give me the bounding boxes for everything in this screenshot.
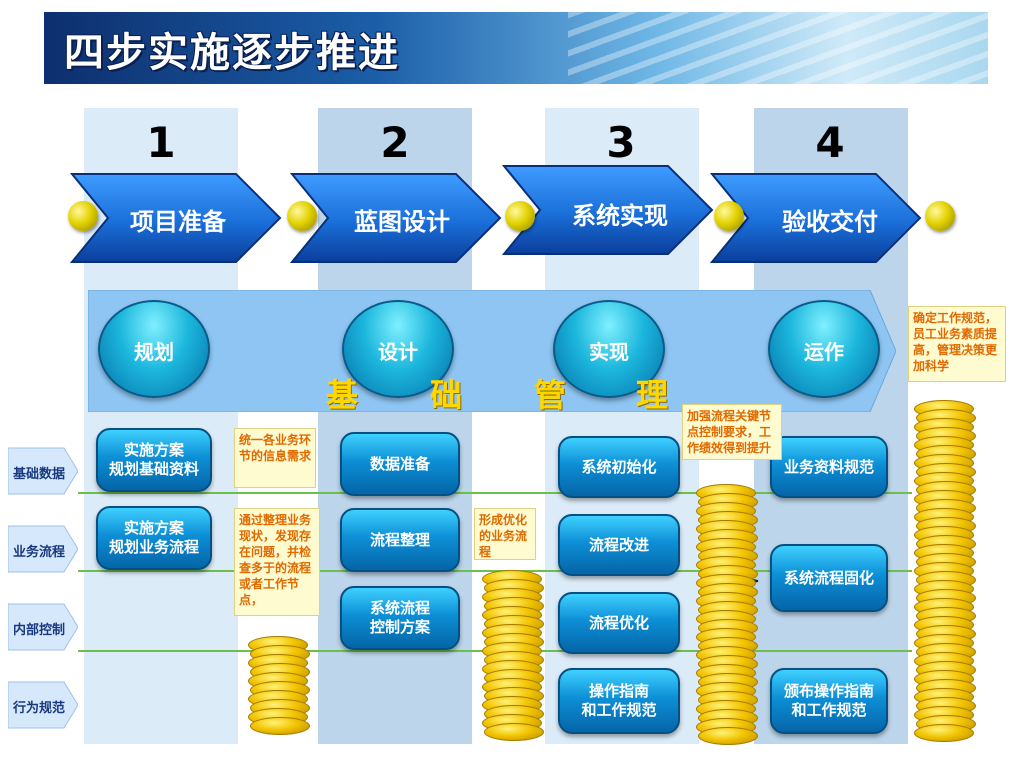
pill-operation-guide: 操作指南 和工作规范 bbox=[558, 668, 680, 734]
connector-dot bbox=[714, 201, 744, 231]
row-label-business-process: 业务流程 bbox=[12, 545, 65, 560]
row-arrow-basic-data bbox=[8, 447, 78, 495]
phase-label-plan: 规划 bbox=[134, 340, 174, 364]
pill-control-scheme: 系统流程 控制方案 bbox=[340, 586, 460, 650]
pill-plan-basic-data: 实施方案 规划基础资料 bbox=[96, 428, 212, 492]
step-chevron-2 bbox=[289, 173, 502, 263]
coin-stack-3 bbox=[696, 484, 758, 745]
phase-circle-plan bbox=[98, 300, 210, 398]
pill-system-init: 系统初始化 bbox=[558, 436, 680, 498]
row-label-internal-control: 内部控制 bbox=[12, 623, 65, 638]
step-number-2: 2 bbox=[380, 118, 410, 167]
row-divider bbox=[78, 492, 912, 494]
coin-disc bbox=[914, 724, 974, 742]
pill-process-improve: 流程改进 bbox=[558, 514, 680, 576]
phase-circle-implement bbox=[553, 300, 665, 398]
step-chevron-3 bbox=[501, 165, 714, 255]
step-chevron-1 bbox=[69, 173, 282, 263]
pill-process-optimize: 流程优化 bbox=[558, 592, 680, 654]
note-strengthen-control: 加强流程关键节点控制要求，工作绩效得到提升 bbox=[682, 404, 782, 460]
row-label-behavior-norms: 行为规范 bbox=[12, 701, 65, 716]
connector-dot bbox=[68, 201, 98, 231]
note-optimized-process: 形成优化的业务流程 bbox=[474, 508, 536, 560]
phase-circle-operate bbox=[768, 300, 880, 398]
coin-disc bbox=[484, 723, 544, 741]
note-work-standards: 确定工作规范，员工业务素质提高，管理决策更加科学 bbox=[908, 306, 1006, 382]
phase-label-design: 设计 bbox=[378, 340, 418, 364]
step-label-3: 系统实现 bbox=[572, 202, 668, 230]
page-title: 四步实施逐步推进 bbox=[64, 30, 400, 76]
pill-data-preparation: 数据准备 bbox=[340, 432, 460, 496]
row-arrow-business-process bbox=[8, 525, 78, 573]
phase-label-operate: 运作 bbox=[804, 340, 844, 364]
row-label-basic-data: 基础数据 bbox=[12, 467, 65, 482]
coin-stack-4 bbox=[914, 400, 976, 744]
management-char: 础 bbox=[430, 376, 463, 414]
pill-process-solidify: 系统流程固化 bbox=[770, 544, 888, 612]
connector-dot bbox=[925, 201, 955, 231]
connector-dot bbox=[505, 201, 535, 231]
step-label-4: 验收交付 bbox=[782, 208, 878, 236]
note-review-process: 通过整理业务现状，发现存在问题，并检查多于的流程或者工作节点， bbox=[234, 508, 320, 616]
step-chevron-4 bbox=[709, 173, 922, 263]
management-char: 理 bbox=[636, 376, 669, 414]
phase-circle-design bbox=[342, 300, 454, 398]
title-banner bbox=[44, 12, 988, 84]
step-label-2: 蓝图设计 bbox=[354, 208, 450, 236]
connector-dot bbox=[287, 201, 317, 231]
step-number-3: 3 bbox=[606, 118, 636, 167]
base-management-band bbox=[88, 290, 896, 412]
step-label-1: 项目准备 bbox=[130, 208, 226, 236]
step-number-4: 4 bbox=[815, 118, 845, 167]
pill-publish-guide: 颁布操作指南 和工作规范 bbox=[770, 668, 888, 734]
row-arrow-behavior-norms bbox=[8, 681, 78, 729]
pill-process-organize: 流程整理 bbox=[340, 508, 460, 572]
management-char: 管 bbox=[534, 376, 567, 414]
row-arrow-internal-control bbox=[8, 603, 78, 651]
phase-label-implement: 实现 bbox=[589, 340, 629, 364]
coin-disc bbox=[250, 717, 310, 735]
management-char: 基 bbox=[326, 376, 359, 414]
coin-stack-2 bbox=[482, 570, 544, 741]
note-unify-info: 统一各业务环节的信息需求 bbox=[234, 428, 316, 488]
coin-stack-1 bbox=[248, 636, 310, 735]
coin-disc bbox=[698, 727, 758, 745]
pill-business-data-norms: 业务资料规范 bbox=[770, 436, 888, 498]
step-number-1: 1 bbox=[146, 118, 176, 167]
pill-plan-business-process: 实施方案 规划业务流程 bbox=[96, 506, 212, 570]
